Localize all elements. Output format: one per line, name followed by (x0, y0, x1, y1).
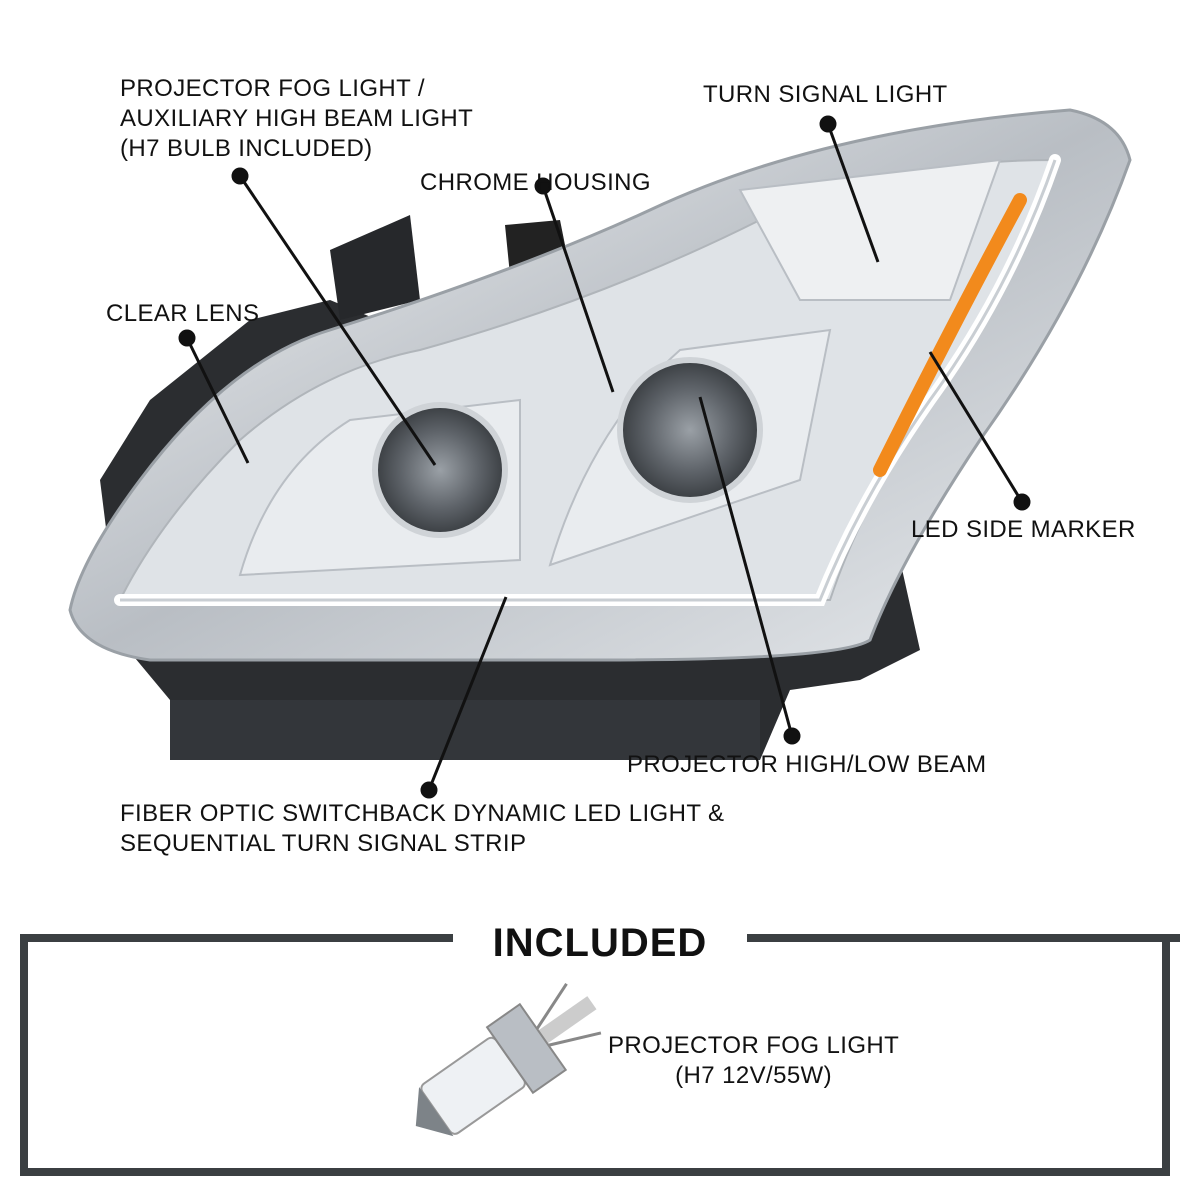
lower-vents (170, 700, 760, 760)
included-frame (20, 940, 1170, 1176)
label-fiber-optic: FIBER OPTIC SWITCHBACK DYNAMIC LED LIGHT… (120, 800, 725, 857)
label-turn-signal: TURN SIGNAL LIGHT (703, 81, 948, 108)
fog-projector-lens (372, 402, 508, 538)
main-projector-lens (617, 357, 763, 503)
label-led-side-marker: LED SIDE MARKER (911, 516, 1136, 543)
label-included-bulb: PROJECTOR FOG LIGHT (H7 12V/55W) (608, 1032, 900, 1089)
included-title: INCLUDED (0, 918, 1200, 968)
label-chrome-housing: CHROME HOUSING (420, 169, 651, 196)
label-clear-lens: CLEAR LENS (106, 300, 260, 327)
label-projector-beam: PROJECTOR HIGH/LOW BEAM (627, 751, 987, 778)
turn-signal-lens (738, 158, 1002, 301)
amber-side-marker (873, 193, 1027, 477)
label-fog-light: PROJECTOR FOG LIGHT / AUXILIARY HIGH BEA… (120, 75, 474, 162)
mount-bracket (330, 215, 420, 320)
